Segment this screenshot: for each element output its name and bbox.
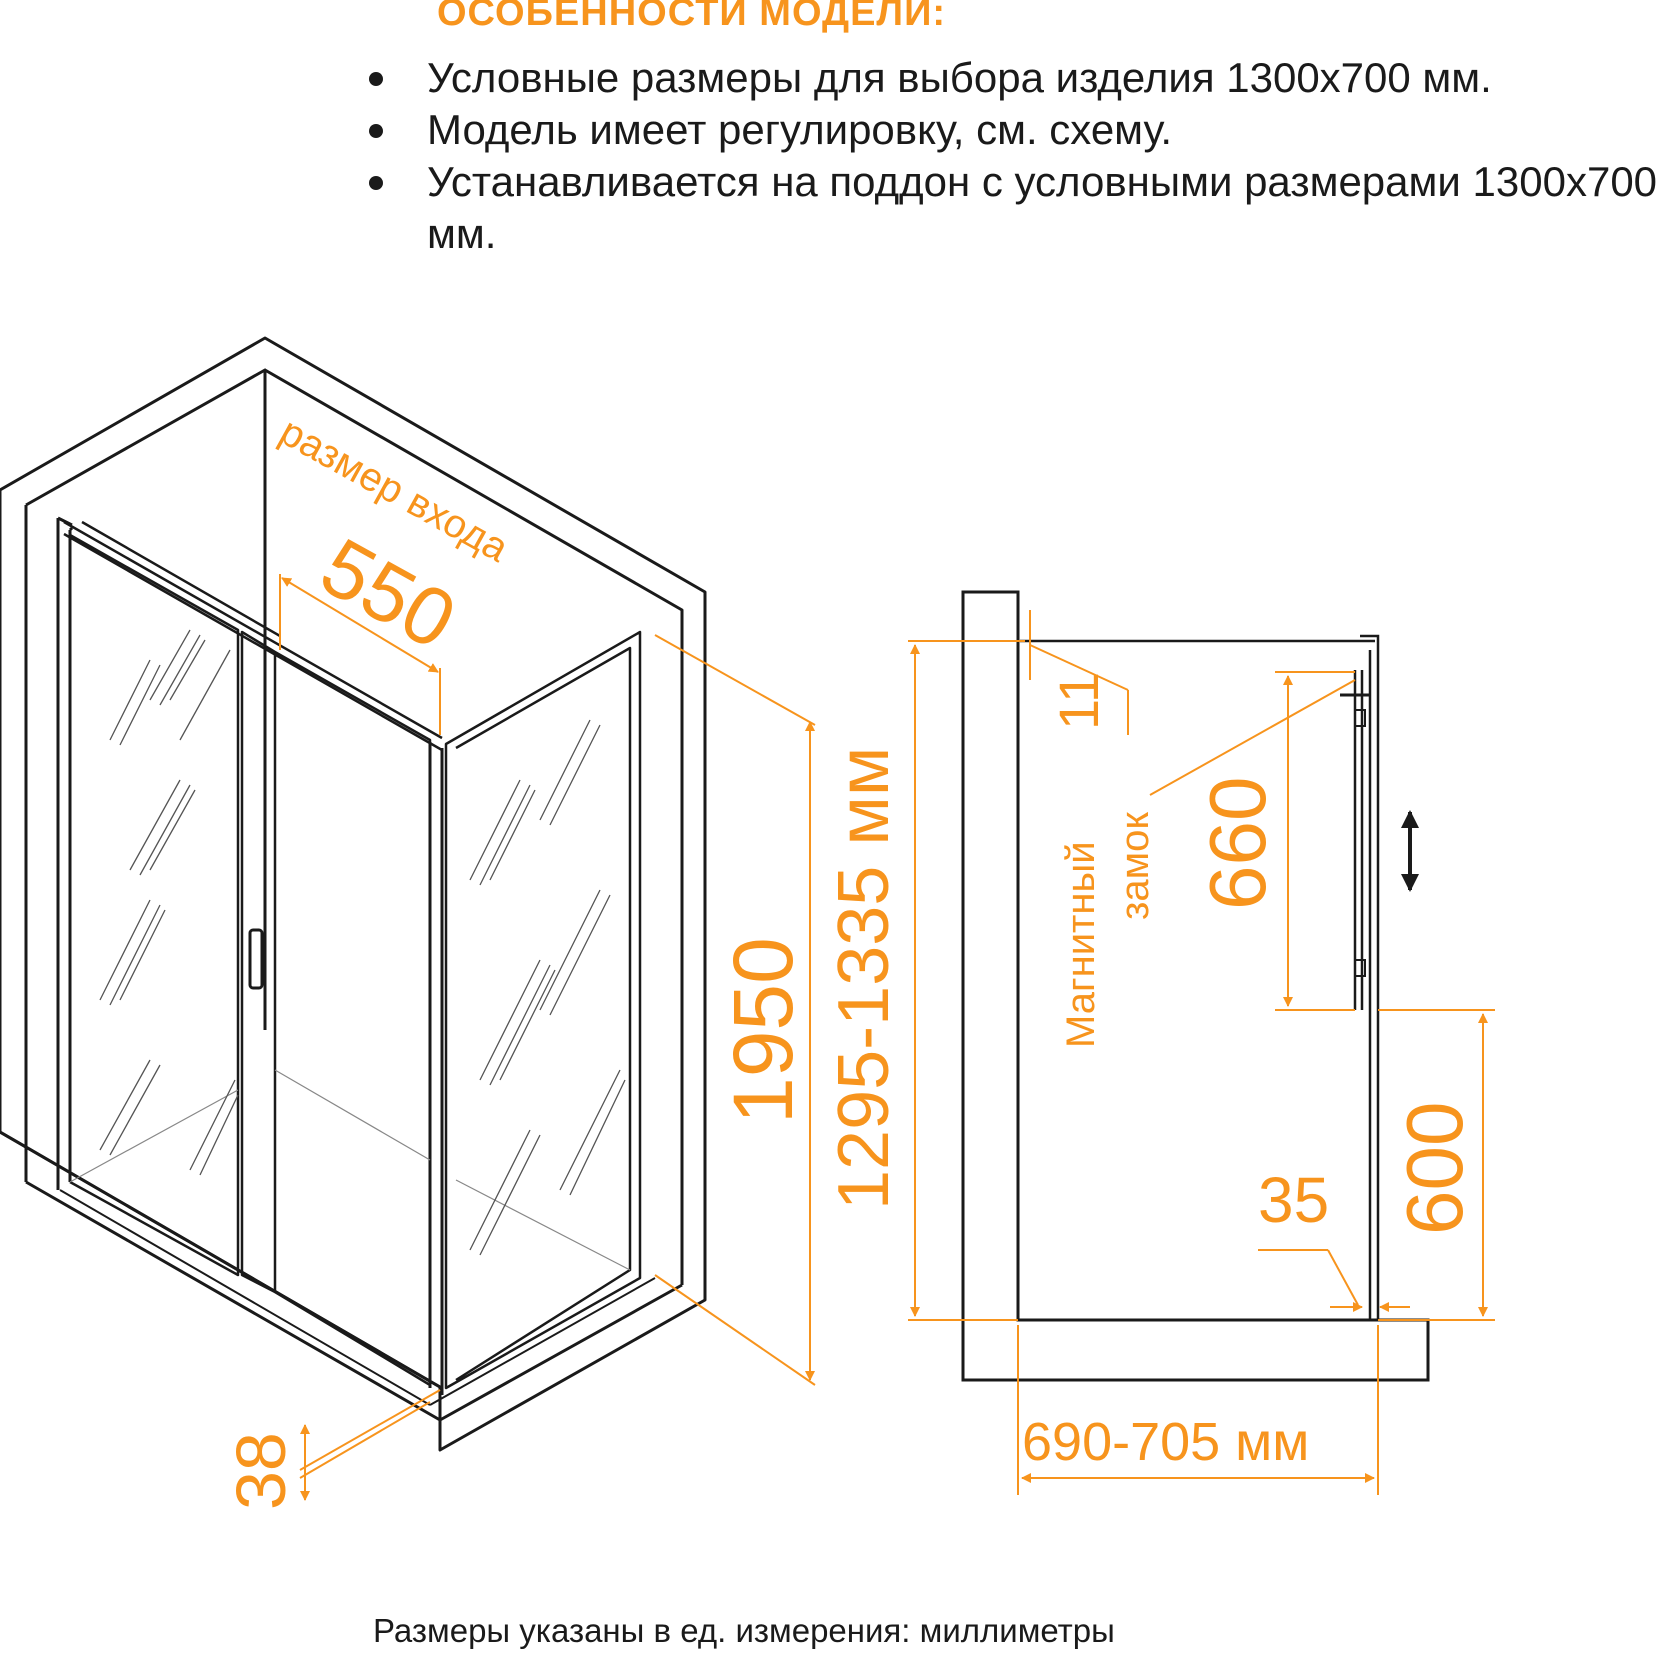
lock-part-bottom — [1354, 959, 1366, 977]
profile-ext-1 — [299, 1389, 441, 1471]
lock-height-value: 660 — [1193, 777, 1282, 910]
feature-item: Условные размеры для выбора изделия 1300… — [365, 52, 1666, 104]
profile-width-value: 38 — [222, 1432, 300, 1510]
height-ext-top — [654, 634, 816, 726]
feature-text: Устанавливается на поддон с условными ра… — [427, 158, 1658, 257]
lock-label-line2: замок — [1113, 812, 1157, 920]
units-note: Размеры указаны в ед. измерения: миллиме… — [373, 1612, 1115, 1649]
door-handle — [248, 928, 264, 990]
shower-tray — [0, 1130, 683, 1450]
wall-outline — [0, 336, 707, 1452]
side-schematic — [961, 590, 1430, 1382]
height-ext-bottom — [654, 1274, 816, 1386]
right-dimensions — [908, 610, 1495, 1495]
left-dimensions — [279, 574, 816, 1501]
bullet-icon — [369, 176, 383, 190]
features-heading: ОСОБЕННОСТИ МОДЕЛИ: — [437, 0, 947, 34]
profile-ext-2 — [299, 1401, 431, 1479]
bullet-icon — [369, 124, 383, 138]
entrance-dim-line — [281, 577, 439, 673]
wall-niche — [24, 368, 684, 1285]
lock-part-top — [1354, 709, 1366, 727]
gap-leader — [1029, 644, 1129, 691]
feature-item: Устанавливается на поддон с условными ра… — [365, 156, 1666, 260]
depth-range-value: 690-705 мм — [1022, 1412, 1309, 1472]
features-list: Условные размеры для выбора изделия 1300… — [365, 52, 1666, 260]
gap-value: 11 — [1047, 672, 1110, 730]
glass-reflections — [99, 629, 626, 1256]
tray-inner — [59, 1189, 656, 1406]
fixed-panel-frame — [56, 516, 74, 1190]
side-panel — [444, 630, 642, 1390]
cabin-height-value: 1950 — [716, 937, 810, 1124]
feature-item: Модель имеет регулировку, см. схему. — [365, 104, 1666, 156]
feature-text: Модель имеет регулировку, см. схему. — [427, 106, 1172, 153]
bullet-icon — [369, 72, 383, 86]
adjust-range-value: 1295-1335 мм — [824, 747, 904, 1210]
entrance-post — [428, 742, 444, 1395]
feature-text: Условные размеры для выбора изделия 1300… — [427, 54, 1492, 101]
sliding-door — [240, 630, 432, 1387]
lock-label-line1: Магнитный — [1059, 841, 1103, 1048]
lower-height-value: 600 — [1390, 1102, 1479, 1235]
corner-post — [1360, 634, 1380, 1320]
lock-leader — [1149, 679, 1356, 796]
offset-leader — [1327, 1249, 1359, 1306]
offset-value: 35 — [1258, 1164, 1329, 1236]
top-rail — [63, 520, 443, 752]
isometric-cabin — [0, 336, 707, 1452]
